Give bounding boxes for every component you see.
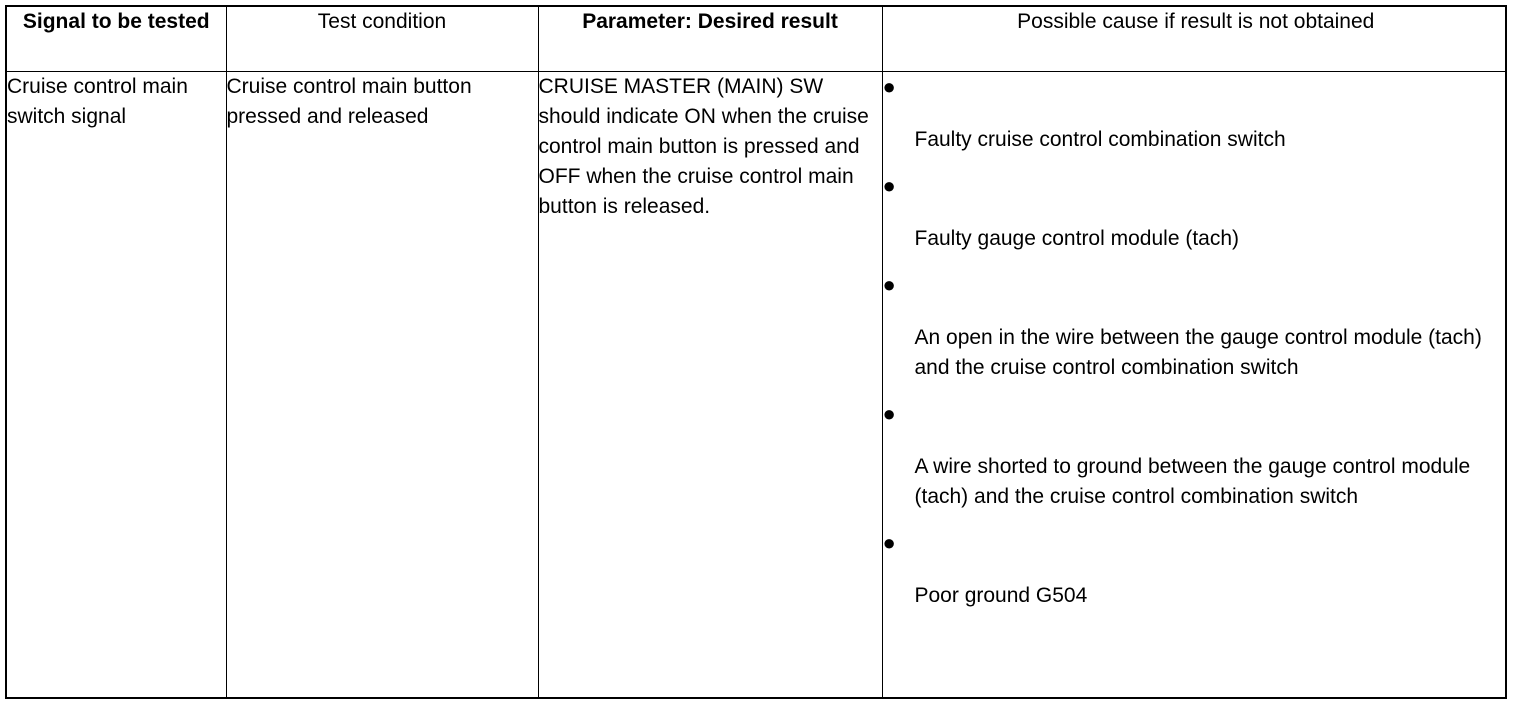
bullet-icon: ●: [882, 271, 896, 297]
bullet-icon: ●: [882, 529, 896, 555]
table-row: Cruise control main switch signal Cruise…: [7, 70, 1505, 697]
header-parameter: Parameter: Desired result: [537, 7, 883, 72]
header-row: Signal to be tested Test condition Param…: [7, 7, 1505, 72]
cell-possible-causes: ● Faulty cruise control combination swit…: [881, 70, 1505, 697]
bullet-icon: ●: [882, 172, 896, 198]
list-item: ● Poor ground G504: [882, 528, 1505, 611]
cell-signal: Cruise control main switch signal: [7, 70, 227, 697]
bullet-icon: ●: [882, 400, 896, 426]
cause-text: A wire shorted to ground between the gau…: [914, 454, 1471, 508]
cause-text: An open in the wire between the gauge co…: [914, 325, 1482, 379]
bullet-icon: ●: [882, 73, 896, 99]
list-item: ● A wire shorted to ground between the g…: [882, 399, 1505, 512]
cell-parameter: CRUISE MASTER (MAIN) SW should indicate …: [537, 70, 883, 697]
list-item: ● Faulty cruise control combination swit…: [882, 72, 1505, 155]
cause-text: Faulty gauge control module (tach): [914, 226, 1240, 250]
cause-text: Faulty cruise control combination switch: [914, 127, 1286, 151]
causes-list: ● Faulty cruise control combination swit…: [882, 72, 1505, 611]
list-item: ● Faulty gauge control module (tach): [882, 171, 1505, 254]
diagnostic-table-container: Signal to be tested Test condition Param…: [5, 5, 1507, 699]
cause-text: Poor ground G504: [914, 583, 1088, 607]
diagnostic-table: Signal to be tested Test condition Param…: [7, 7, 1505, 697]
header-possible-cause: Possible cause if result is not obtained: [881, 7, 1505, 72]
cell-test-condition: Cruise control main button pressed and r…: [225, 70, 539, 697]
header-test-condition: Test condition: [225, 7, 539, 72]
header-signal: Signal to be tested: [7, 7, 227, 72]
list-item: ● An open in the wire between the gauge …: [882, 270, 1505, 383]
